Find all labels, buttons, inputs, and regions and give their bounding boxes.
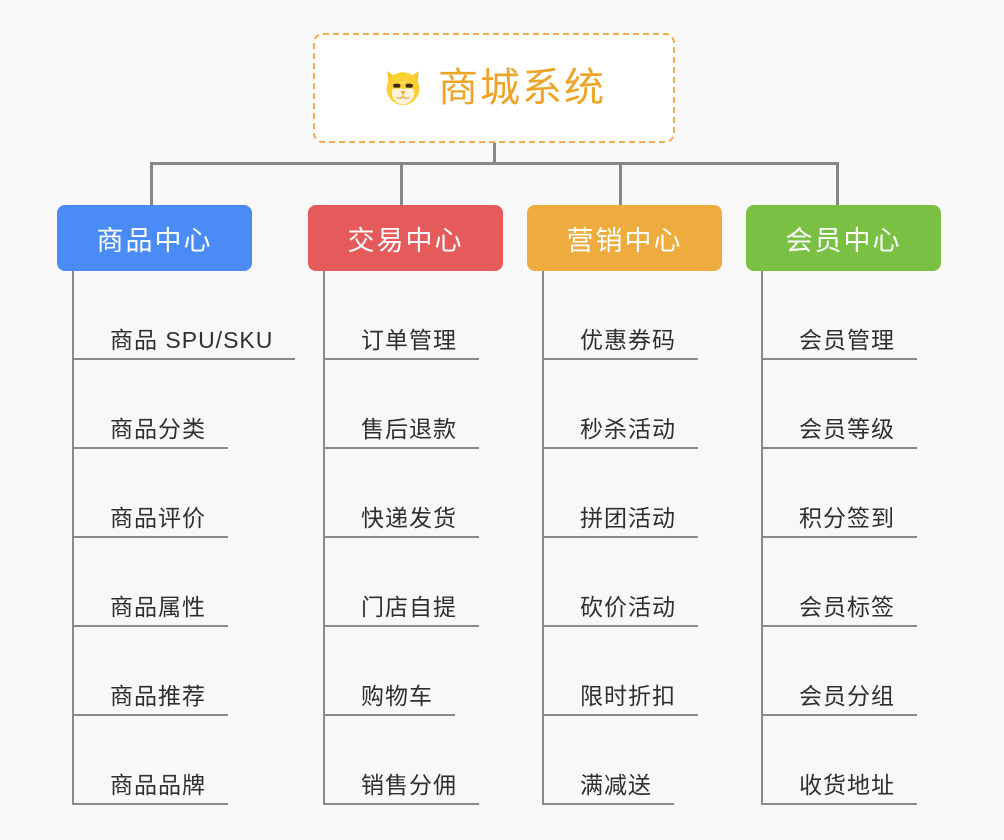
category-column-marketing: 营销中心 优惠券码 秒杀活动 拼团活动 砍价活动 限时折扣 满减送 (527, 205, 722, 805)
list-item-label: 拼团活动 (542, 505, 698, 538)
column-spine (542, 271, 544, 805)
list-item-label: 商品品牌 (72, 772, 228, 805)
list-item[interactable]: 商品评价 (72, 449, 252, 538)
list-item-label: 收货地址 (761, 772, 917, 805)
list-item-label: 优惠券码 (542, 327, 698, 360)
list-item-label: 满减送 (542, 772, 674, 805)
category-column-transaction: 交易中心 订单管理 售后退款 快递发货 门店自提 购物车 销售分佣 (308, 205, 503, 805)
category-items-transaction: 订单管理 售后退款 快递发货 门店自提 购物车 销售分佣 (308, 271, 503, 805)
list-item-label: 会员分组 (761, 683, 917, 716)
column-spine (761, 271, 763, 805)
list-item-label: 售后退款 (323, 416, 479, 449)
connector-bus (150, 162, 838, 165)
category-header-marketing[interactable]: 营销中心 (527, 205, 722, 271)
shiba-dog-face-icon (386, 70, 420, 106)
list-item[interactable]: 会员标签 (761, 538, 941, 627)
list-item[interactable]: 购物车 (323, 627, 503, 716)
list-item[interactable]: 秒杀活动 (542, 360, 722, 449)
list-item[interactable]: 限时折扣 (542, 627, 722, 716)
category-header-label: 交易中心 (347, 225, 464, 256)
list-item-label: 快递发货 (323, 505, 479, 538)
column-spine (72, 271, 74, 805)
list-item[interactable]: 会员分组 (761, 627, 941, 716)
list-item[interactable]: 商品品牌 (72, 716, 252, 805)
connector-drop-4 (836, 162, 839, 206)
list-item[interactable]: 商品分类 (72, 360, 252, 449)
list-item[interactable]: 门店自提 (323, 538, 503, 627)
category-header-label: 商品中心 (96, 225, 213, 256)
list-item[interactable]: 销售分佣 (323, 716, 503, 805)
list-item[interactable]: 订单管理 (323, 271, 503, 360)
list-item-label: 限时折扣 (542, 683, 698, 716)
list-item-label: 商品分类 (72, 416, 228, 449)
connector-drop-1 (150, 162, 153, 206)
connector-drop-2 (400, 162, 403, 206)
root-node[interactable]: 商城系统 (313, 33, 675, 143)
list-item-label: 积分签到 (761, 505, 917, 538)
list-item-label: 购物车 (323, 683, 455, 716)
list-item-label: 会员等级 (761, 416, 917, 449)
list-item-label: 砍价活动 (542, 594, 698, 627)
list-item[interactable]: 会员等级 (761, 360, 941, 449)
list-item-label: 门店自提 (323, 594, 479, 627)
list-item[interactable]: 售后退款 (323, 360, 503, 449)
list-item-label: 商品评价 (72, 505, 228, 538)
list-item[interactable]: 满减送 (542, 716, 722, 805)
list-item-label: 商品 SPU/SKU (72, 327, 296, 360)
list-item-label: 订单管理 (323, 327, 479, 360)
connector-drop-3 (619, 162, 622, 206)
column-spine (323, 271, 325, 805)
list-item-label: 会员标签 (761, 594, 917, 627)
list-item[interactable]: 拼团活动 (542, 449, 722, 538)
list-item[interactable]: 商品推荐 (72, 627, 252, 716)
category-items-member: 会员管理 会员等级 积分签到 会员标签 会员分组 收货地址 (746, 271, 941, 805)
list-item[interactable]: 商品 SPU/SKU (72, 271, 296, 360)
connector-root-stem (493, 143, 496, 165)
list-item[interactable]: 优惠券码 (542, 271, 722, 360)
list-item-label: 秒杀活动 (542, 416, 698, 449)
category-header-label: 营销中心 (566, 225, 683, 256)
root-title: 商城系统 (438, 66, 606, 110)
list-item[interactable]: 砍价活动 (542, 538, 722, 627)
category-header-label: 会员中心 (785, 225, 902, 256)
list-item-label: 会员管理 (761, 327, 917, 360)
list-item[interactable]: 积分签到 (761, 449, 941, 538)
category-column-product: 商品中心 商品 SPU/SKU 商品分类 商品评价 商品属性 商品推荐 商品品牌 (57, 205, 296, 805)
list-item[interactable]: 商品属性 (72, 538, 252, 627)
category-items-marketing: 优惠券码 秒杀活动 拼团活动 砍价活动 限时折扣 满减送 (527, 271, 722, 805)
category-header-transaction[interactable]: 交易中心 (308, 205, 503, 271)
category-header-member[interactable]: 会员中心 (746, 205, 941, 271)
category-column-member: 会员中心 会员管理 会员等级 积分签到 会员标签 会员分组 收货地址 (746, 205, 941, 805)
list-item-label: 销售分佣 (323, 772, 479, 805)
list-item-label: 商品属性 (72, 594, 228, 627)
category-header-product[interactable]: 商品中心 (57, 205, 252, 271)
list-item[interactable]: 收货地址 (761, 716, 941, 805)
list-item[interactable]: 会员管理 (761, 271, 941, 360)
category-items-product: 商品 SPU/SKU 商品分类 商品评价 商品属性 商品推荐 商品品牌 (57, 271, 296, 805)
list-item[interactable]: 快递发货 (323, 449, 503, 538)
list-item-label: 商品推荐 (72, 683, 228, 716)
